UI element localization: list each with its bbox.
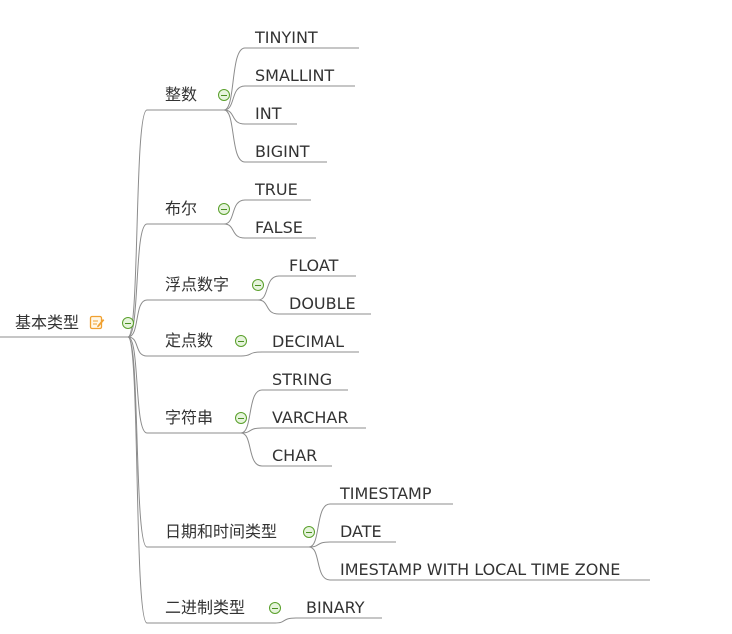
- branch-collapse-toggle[interactable]: [269, 602, 281, 614]
- leaf-label[interactable]: BINARY: [306, 598, 365, 617]
- leaf-label[interactable]: DECIMAL: [272, 332, 344, 351]
- leaf-label[interactable]: FLOAT: [289, 256, 339, 275]
- leaf-label[interactable]: DATE: [340, 522, 382, 541]
- leaf-label[interactable]: DOUBLE: [289, 294, 356, 313]
- root-collapse-toggle[interactable]: [122, 317, 134, 329]
- branch-label[interactable]: 布尔: [165, 199, 198, 218]
- branch-label[interactable]: 定点数: [165, 331, 214, 350]
- branch-label[interactable]: 二进制类型: [165, 598, 246, 617]
- root-node-label[interactable]: 基本类型: [15, 313, 80, 332]
- leaf-label[interactable]: INT: [255, 104, 282, 123]
- leaf-label[interactable]: STRING: [272, 370, 333, 389]
- leaf-label[interactable]: BIGINT: [255, 142, 310, 161]
- leaf-label[interactable]: VARCHAR: [272, 408, 349, 427]
- leaf-label[interactable]: CHAR: [272, 446, 318, 465]
- branch-collapse-toggle[interactable]: [235, 412, 247, 424]
- branch-label[interactable]: 整数: [165, 85, 198, 104]
- leaf-label[interactable]: TRUE: [255, 180, 298, 199]
- leaf-label[interactable]: TINYINT: [255, 28, 318, 47]
- branch-label[interactable]: 日期和时间类型: [165, 522, 278, 541]
- branch-collapse-toggle[interactable]: [303, 526, 315, 538]
- branch-label[interactable]: 浮点数字: [165, 275, 230, 294]
- leaf-label[interactable]: SMALLINT: [255, 66, 335, 85]
- branch-collapse-toggle[interactable]: [235, 335, 247, 347]
- branch-collapse-toggle[interactable]: [252, 279, 264, 291]
- leaf-label[interactable]: IMESTAMP WITH LOCAL TIME ZONE: [340, 560, 621, 579]
- leaf-label[interactable]: TIMESTAMP: [340, 484, 432, 503]
- leaf-label[interactable]: FALSE: [255, 218, 303, 237]
- branch-collapse-toggle[interactable]: [218, 89, 230, 101]
- branch-label[interactable]: 字符串: [165, 408, 214, 427]
- note-edit-icon[interactable]: [89, 314, 105, 330]
- branch-collapse-toggle[interactable]: [218, 203, 230, 215]
